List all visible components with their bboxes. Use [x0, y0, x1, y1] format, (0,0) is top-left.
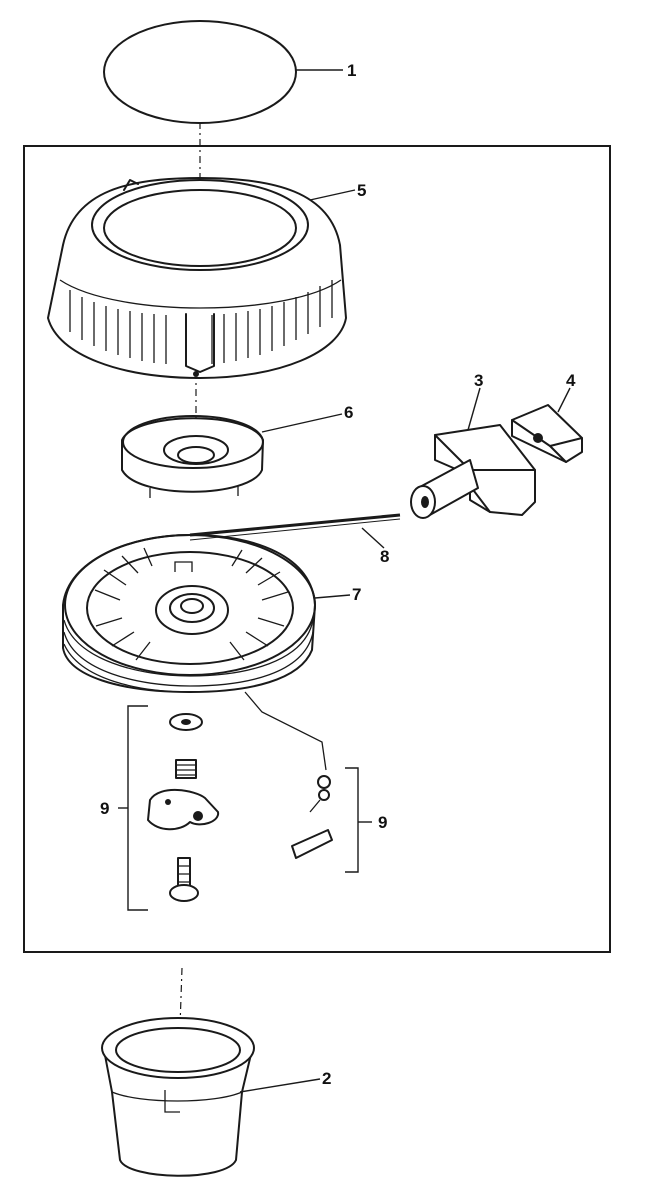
part-9-screw: [169, 857, 199, 902]
part-8-rope: [189, 513, 401, 549]
label-part-1: 1: [347, 61, 356, 80]
label-part-9-right: 9: [378, 813, 387, 832]
part-5-starter-housing: [47, 177, 356, 379]
label-part-6: 6: [344, 403, 353, 422]
part-9-pawl: [147, 788, 220, 831]
part-9-spring-right: [309, 775, 331, 813]
leader-pulley-to-spring: [244, 691, 327, 771]
label-part-5: 5: [357, 181, 366, 200]
part-9-spring-small: [175, 759, 197, 779]
label-part-9-left: 9: [100, 799, 109, 818]
part-4-handle-insert: [511, 387, 583, 463]
part-6-spring-cup: [121, 413, 343, 498]
part-2-cup: [101, 1017, 321, 1177]
assembly-frame: [23, 145, 611, 953]
label-part-2: 2: [322, 1069, 331, 1088]
part-3-handle: [410, 387, 536, 519]
part-9-left-bracket: [118, 705, 148, 911]
part-9-washer: [169, 713, 203, 731]
part-9-clip: [291, 829, 333, 859]
label-part-8: 8: [380, 547, 389, 566]
part-9-right-bracket: [345, 767, 372, 873]
label-part-4: 4: [566, 371, 576, 390]
part-1-cap: [103, 20, 343, 124]
label-part-7: 7: [352, 585, 361, 604]
part-7-pulley: [62, 534, 351, 693]
label-part-3: 3: [474, 371, 483, 390]
